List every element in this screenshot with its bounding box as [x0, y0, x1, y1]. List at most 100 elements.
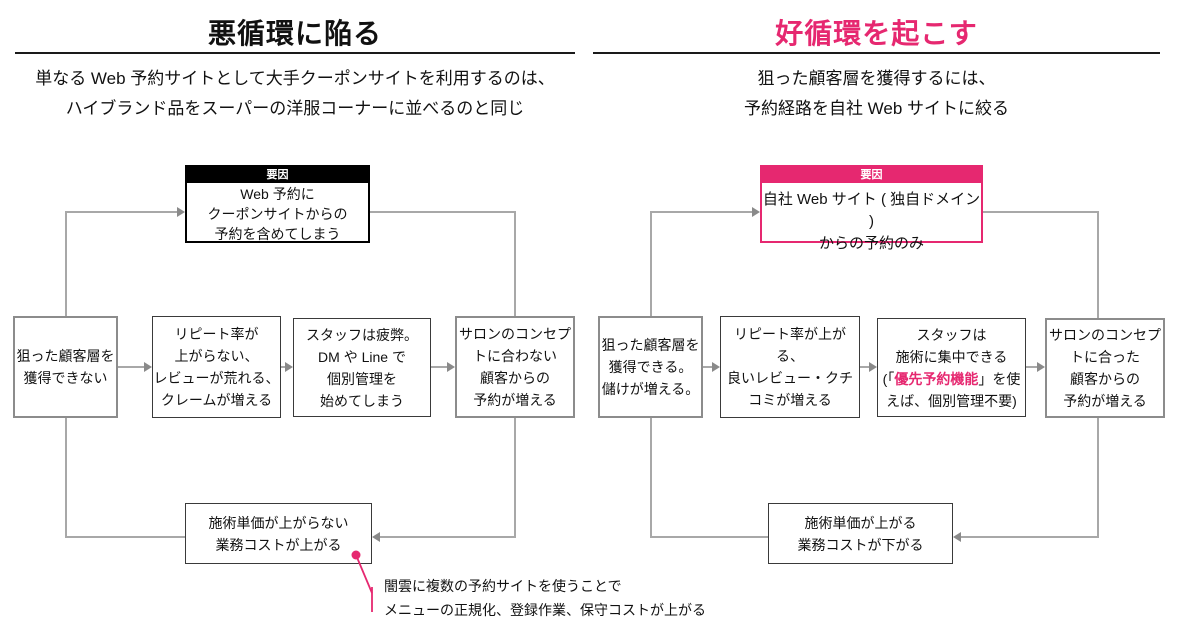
box-matched-customers: サロンのコンセプトに合った顧客からの予約が増える — [1045, 318, 1165, 418]
box-staff-focused: スタッフは 施術に集中できる (「優先予約機能」を使 えば、個別管理不要) — [877, 318, 1026, 417]
text-line: ハイブランド品をスーパーの洋服コーナーに並べるのと同じ — [65, 99, 525, 118]
connector-line — [514, 212, 516, 316]
text-line: 予約が増える — [1063, 393, 1147, 409]
connector-line — [1026, 366, 1037, 368]
text-line: メニューの正規化、登録作業、保守コストが上がる — [384, 601, 706, 618]
text-line: 単なる Web 予約サイトとして大手クーポンサイトを利用するのは、 — [35, 69, 555, 88]
text-fragment: (「 — [882, 370, 895, 387]
priority-booking-highlight: 優先予約機能 — [894, 370, 979, 387]
connector-line — [65, 418, 67, 538]
box-staff-exhausted: スタッフは疲弊。 DM や Line で個別管理を始めてしまう — [293, 318, 431, 417]
arrow-right-icon — [144, 362, 152, 372]
arrow-right-icon — [752, 207, 760, 217]
connector-line — [514, 418, 516, 537]
text-line: リピート率が上がる、 — [734, 326, 846, 364]
virtuous-cycle-title: 好循環を起こす — [775, 18, 978, 49]
text-line: 顧客からの — [1070, 371, 1140, 387]
text-line: 上がらない、 — [174, 348, 259, 364]
box-price-stagnant: 施術単価が上がらない業務コストが上がる — [185, 503, 372, 564]
text-line: 闇雲に複数の予約サイトを使うことで — [384, 578, 622, 594]
box-repeat-rate-up: リピート率が上がる、良いレビュー・クチコミが増える — [720, 316, 860, 418]
connector-line — [650, 536, 768, 538]
cause-box-own-site: 要因 自社 Web サイト ( 独自ドメイン ) からの予約のみ — [760, 165, 983, 252]
connector-line — [1097, 418, 1099, 537]
box-staff-focused-line: スタッフは — [916, 326, 987, 343]
cause-box-coupon: 要因 Web 予約にクーポンサイトからの予約を含めてしまう — [185, 165, 370, 243]
text-line: 良いレビュー・クチ — [727, 370, 853, 386]
text-line: 獲得できない — [23, 370, 108, 386]
text-line: DM や Line で — [318, 348, 406, 365]
text-line: 予約を含めてしまう — [214, 226, 341, 242]
text-line: 個別管理を — [327, 370, 397, 387]
text-fragment: 」を使 — [978, 370, 1021, 387]
arrow-right-icon — [285, 362, 293, 372]
text-line: サロンのコンセプ — [1049, 327, 1161, 343]
arrow-right-icon — [1037, 362, 1045, 372]
vicious-cycle-annotation: 闇雲に複数の予約サイトを使うことでメニューの正規化、登録作業、保守コストが上がる — [384, 575, 706, 622]
text-line: 業務コストが上がる — [215, 536, 342, 553]
text-line: 儲けが増える。 — [601, 381, 700, 397]
cause-label: 要因 — [762, 167, 981, 183]
connector-line — [65, 536, 185, 538]
connector-line — [380, 536, 516, 538]
text-line: トに合わない — [473, 348, 557, 364]
connector-line — [1097, 212, 1099, 318]
connector-line — [860, 366, 869, 368]
connector-line — [650, 211, 752, 213]
text-line: 顧客からの — [480, 370, 550, 386]
box-staff-focused-line: (「優先予約機能」を使 — [883, 368, 1021, 390]
text-line: 狙った顧客層を — [601, 337, 700, 353]
cause-label: 要因 — [187, 167, 368, 183]
text-line: トに合った — [1070, 349, 1140, 365]
box-staff-focused-line: えば、個別管理不要) — [886, 392, 1017, 409]
arrow-right-icon — [869, 362, 877, 372]
box-acquire-customers: 狙った顧客層を獲得できる。儲けが増える。 — [598, 316, 703, 418]
box-repeat-rate-down: リピート率が上がらない、レビューが荒れる、クレームが増える — [152, 316, 281, 418]
box-staff-focused-line: 施術に集中できる — [895, 348, 1008, 365]
connector-line — [983, 211, 1099, 213]
text-line: リピート率が — [174, 326, 259, 342]
text-line: 施術単価が上がらない — [208, 514, 349, 531]
connector-line — [650, 418, 652, 538]
text-line: Web 予約に — [240, 186, 315, 202]
arrow-right-icon — [712, 362, 720, 372]
text-line: 施術単価が上がる — [804, 514, 917, 531]
arrow-left-icon — [372, 532, 380, 542]
text-line: 予約経路を自社 Web サイトに絞る — [743, 99, 1010, 118]
connector-line — [65, 211, 177, 213]
text-line: 業務コストが下がる — [797, 536, 924, 553]
box-cannot-acquire-customers: 狙った顧客層を獲得できない — [13, 316, 118, 418]
text-line: 予約が増える — [473, 392, 557, 408]
text-line: 狙った顧客層を — [16, 348, 115, 364]
callout-connector-icon — [351, 550, 373, 612]
text-line: クーポンサイトからの — [207, 206, 348, 222]
vicious-cycle-title: 悪循環に陥る — [207, 18, 382, 49]
box-mismatched-customers: サロンのコンセプトに合わない顧客からの予約が増える — [455, 316, 575, 418]
box-price-up: 施術単価が上がる業務コストが下がる — [768, 503, 953, 564]
text-line: 始めてしまう — [320, 392, 404, 409]
text-line: 狙った顧客層を獲得するには、 — [757, 69, 996, 88]
text-line: サロンのコンセプ — [459, 326, 571, 342]
arrow-right-icon — [177, 207, 185, 217]
text-line: 自社 Web サイト ( 独自ドメイン ) — [762, 191, 981, 230]
connector-line — [650, 212, 652, 316]
cause-text: 自社 Web サイト ( 独自ドメイン ) からの予約のみ — [762, 183, 981, 255]
connector-line — [118, 366, 144, 368]
text-line: コミが増える — [748, 392, 832, 408]
cause-text: Web 予約にクーポンサイトからの予約を含めてしまう — [187, 183, 368, 244]
text-line: レビューが荒れる、 — [153, 370, 280, 386]
virtuous-title-underline — [593, 52, 1160, 54]
vicious-cycle-subtitle: 単なる Web 予約サイトとして大手クーポンサイトを利用するのは、ハイブランド品… — [15, 64, 575, 124]
connector-line — [703, 366, 712, 368]
connector-line — [65, 212, 67, 316]
connector-line — [370, 211, 516, 213]
connector-line — [961, 536, 1099, 538]
text-line: スタッフは疲弊。 — [306, 326, 418, 343]
connector-line — [281, 366, 285, 368]
virtuous-cycle-subtitle: 狙った顧客層を獲得するには、予約経路を自社 Web サイトに絞る — [593, 64, 1160, 124]
vicious-title-underline — [15, 52, 575, 54]
text-line: からの予約のみ — [818, 235, 924, 252]
text-line: 獲得できる。 — [608, 359, 693, 375]
arrow-left-icon — [953, 532, 961, 542]
connector-line — [431, 366, 447, 368]
